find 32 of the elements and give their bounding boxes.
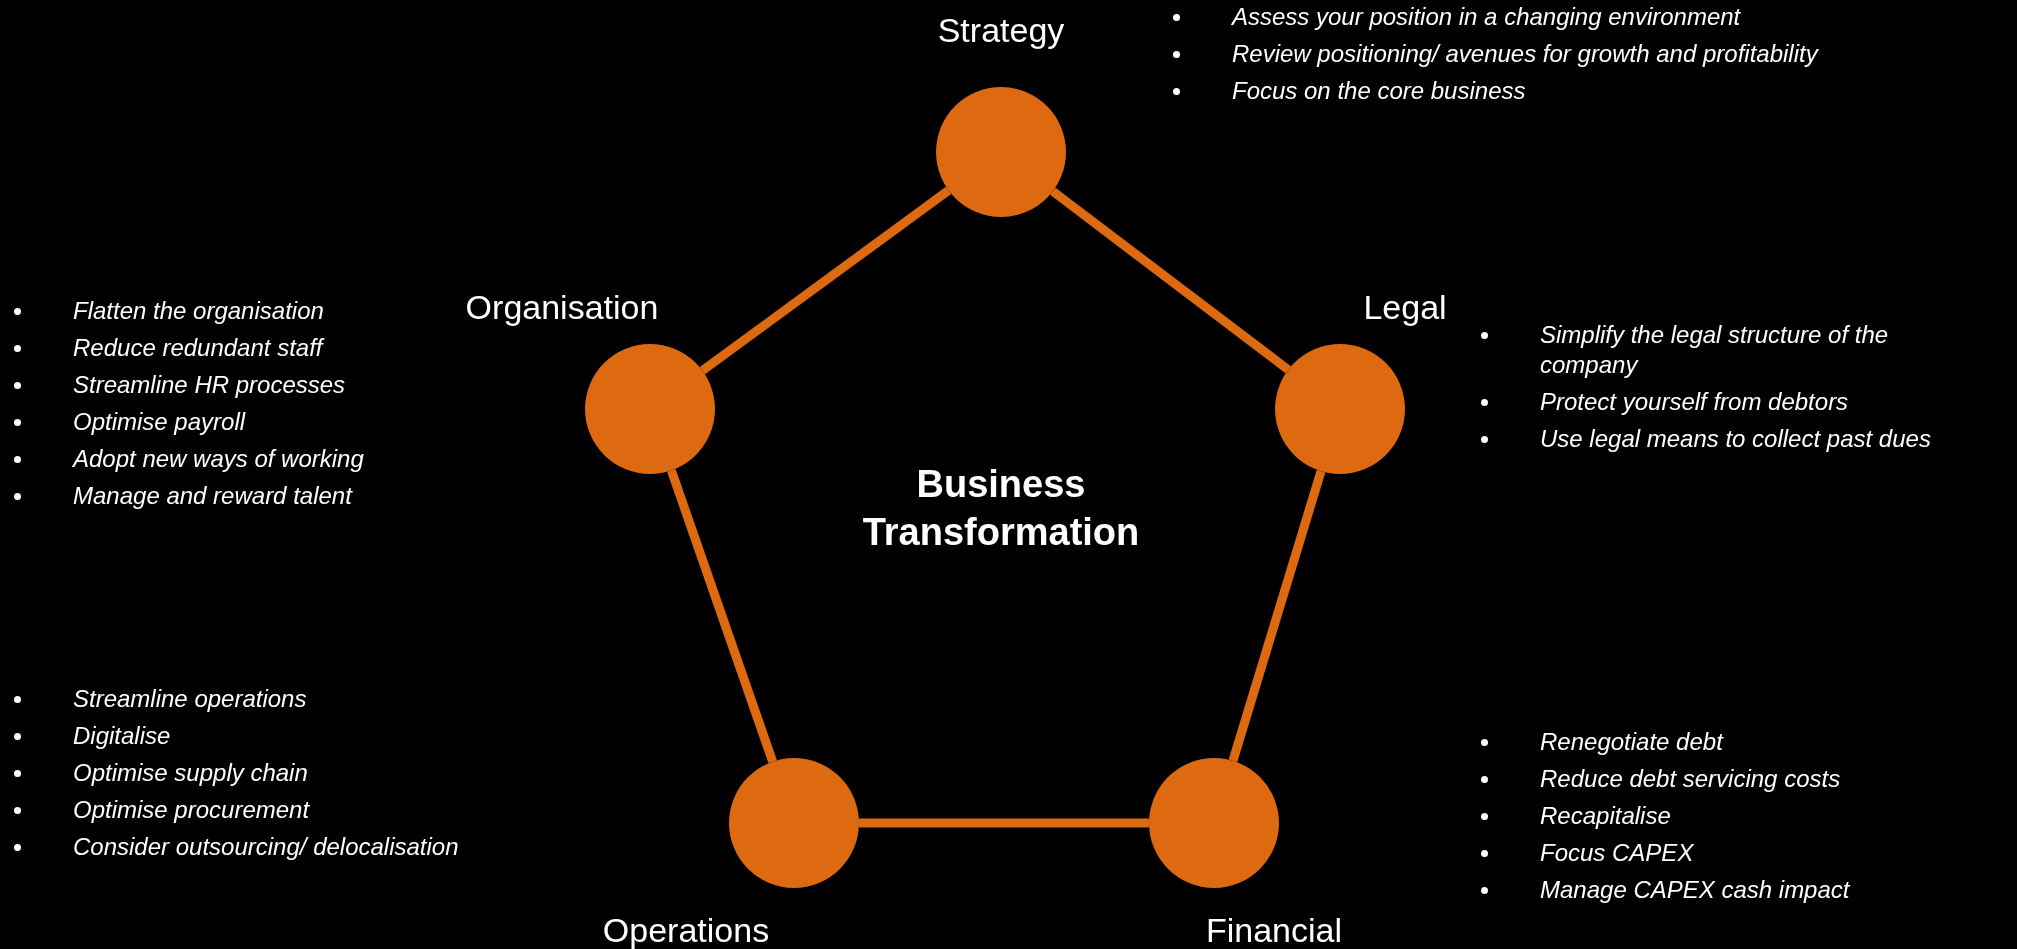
bullet-item: Manage CAPEX cash impact bbox=[1540, 875, 1851, 905]
bullet-item: Review positioning/ avenues for growth and profitability bbox=[1232, 39, 1820, 69]
bullet-item: Protect yourself from debtors bbox=[1540, 387, 1850, 417]
connector-line bbox=[1228, 469, 1326, 763]
bullet-item: Renegotiate debt bbox=[1540, 727, 1725, 757]
bullet-item: Streamline operations bbox=[73, 684, 308, 714]
bullet-item: Optimise supply chain bbox=[73, 758, 309, 788]
connector-line bbox=[699, 186, 952, 375]
bullet-item: Streamline HR processes bbox=[73, 370, 347, 400]
bullet-item: Use legal means to collect past dues bbox=[1540, 424, 1932, 454]
connector-line bbox=[667, 468, 777, 764]
bullet-item: Optimise procurement bbox=[73, 795, 311, 825]
bullet-item: Simplify the legal structure of the company bbox=[1540, 320, 1890, 380]
bullet-item: Focus on the core business bbox=[1232, 76, 1527, 106]
bullet-item: Consider outsourcing/ delocalisation bbox=[73, 832, 460, 862]
bullet-item: Focus CAPEX bbox=[1540, 838, 1695, 868]
bullet-item: Reduce debt servicing costs bbox=[1540, 764, 1842, 794]
bullet-item: Manage and reward talent bbox=[73, 481, 354, 511]
bullet-item: Adopt new ways of working bbox=[73, 444, 365, 474]
bullet-item: Optimise payroll bbox=[73, 407, 247, 437]
node-heading: Organisation bbox=[465, 287, 659, 327]
bullet-item: Recapitalise bbox=[1540, 801, 1672, 831]
node-heading: Financial bbox=[1205, 910, 1343, 949]
bullet-item: Reduce redundant staff bbox=[73, 333, 326, 363]
node-heading: Operations bbox=[602, 910, 770, 949]
bullet-item: Digitalise bbox=[73, 721, 172, 751]
connector-line bbox=[859, 818, 1149, 828]
node-heading: Legal bbox=[1363, 287, 1447, 327]
bullet-item: Assess your position in a changing environment bbox=[1232, 2, 1742, 32]
node-heading: Strategy bbox=[937, 10, 1065, 50]
connector-line bbox=[1050, 187, 1291, 374]
center-title: Business Transformation bbox=[861, 462, 1141, 555]
